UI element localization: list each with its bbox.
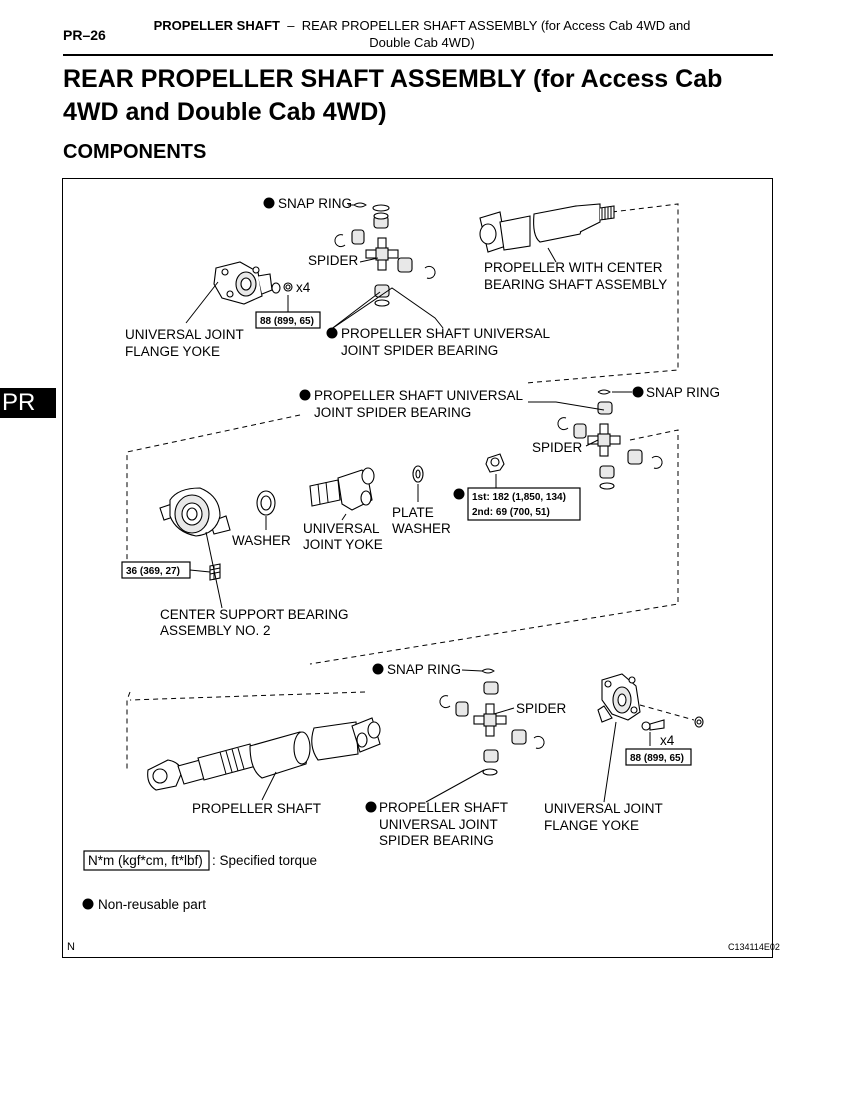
label-spider-1: SPIDER bbox=[308, 253, 359, 268]
legend-torque-text: : Specified torque bbox=[212, 853, 317, 868]
propeller-shaft-part bbox=[147, 717, 381, 791]
label-spider-bearing-3b: UNIVERSAL JOINT bbox=[379, 817, 498, 832]
leader-lines-3 bbox=[261, 669, 651, 803]
section-dash: – bbox=[287, 18, 295, 33]
header-rule bbox=[63, 54, 773, 56]
non-reusable-mark bbox=[263, 197, 275, 209]
legend-non-reusable-text: Non-reusable part bbox=[98, 897, 206, 912]
page-title: REAR PROPELLER SHAFT ASSEMBLY (for Acces… bbox=[63, 63, 763, 129]
part-labels: SNAP RING SPIDER x4 88 (899, 65) UNIVERS… bbox=[121, 196, 720, 848]
figure-id: C134114E02 bbox=[728, 942, 780, 952]
non-reusable-mark bbox=[632, 386, 644, 398]
label-snap-ring-1: SNAP RING bbox=[278, 196, 352, 211]
label-plate-washer-b: WASHER bbox=[392, 521, 451, 536]
flange-yoke-2 bbox=[597, 673, 641, 723]
spider-assembly-2 bbox=[557, 389, 663, 490]
page-title-line2: 4WD and Double Cab 4WD) bbox=[63, 98, 387, 126]
torque-box-2 bbox=[121, 561, 191, 579]
label-spider-bearing-2a: PROPELLER SHAFT UNIVERSAL bbox=[314, 388, 524, 403]
section-name: PROPELLER SHAFT bbox=[153, 18, 280, 33]
legend-torque-box bbox=[83, 850, 210, 871]
label-spider-2: SPIDER bbox=[532, 440, 583, 455]
label-spider-bearing-1b: JOINT SPIDER BEARING bbox=[341, 343, 498, 358]
label-torque-nut-2: 2nd: 69 (700, 51) bbox=[472, 507, 550, 518]
legend-torque-units: N*m (kgf*cm, ft*lbf) bbox=[88, 853, 203, 868]
label-uj-flange-yoke-2a: UNIVERSAL JOINT bbox=[544, 801, 663, 816]
section-subject-line1: REAR PROPELLER SHAFT ASSEMBLY (for Acces… bbox=[301, 18, 691, 33]
center-support-bearing bbox=[159, 487, 231, 537]
leader-lines-1 bbox=[185, 204, 557, 331]
label-torque-nut-1: 1st: 182 (1,850, 134) bbox=[472, 492, 566, 503]
label-washer: WASHER bbox=[232, 533, 291, 548]
section-tab[interactable]: PR bbox=[0, 388, 56, 418]
bolt-set-1 bbox=[271, 282, 293, 294]
label-plate-washer-a: PLATE bbox=[392, 505, 434, 520]
spider-assembly-3 bbox=[439, 668, 545, 776]
label-uj-yoke-b: JOINT YOKE bbox=[303, 537, 383, 552]
non-reusable-mark bbox=[299, 389, 311, 401]
label-spider-3: SPIDER bbox=[516, 701, 567, 716]
torque-box-1 bbox=[255, 311, 321, 329]
label-center-shaft-a: PROPELLER WITH CENTER bbox=[484, 260, 663, 275]
label-spider-bearing-1a: PROPELLER SHAFT UNIVERSAL bbox=[341, 326, 551, 341]
universal-joint-yoke bbox=[309, 467, 375, 511]
torque-box-3 bbox=[625, 748, 692, 766]
label-x4-1: x4 bbox=[296, 280, 311, 295]
label-spider-bearing-2b: JOINT SPIDER BEARING bbox=[314, 405, 471, 420]
bolt-set-2 bbox=[641, 716, 704, 731]
legend-non-reusable-mark bbox=[82, 898, 94, 910]
label-spider-bearing-3a: PROPELLER SHAFT bbox=[379, 800, 508, 815]
leader-lines-2 bbox=[189, 391, 632, 609]
label-torque-2: 36 (369, 27) bbox=[126, 566, 180, 577]
label-uj-flange-yoke-2b: FLANGE YOKE bbox=[544, 818, 639, 833]
label-torque-1: 88 (899, 65) bbox=[260, 316, 314, 327]
label-propeller-shaft: PROPELLER SHAFT bbox=[192, 801, 321, 816]
non-reusable-mark bbox=[326, 327, 338, 339]
torque-box-nut bbox=[467, 487, 581, 521]
assembly-guide-lines bbox=[126, 203, 695, 770]
non-reusable-mark bbox=[453, 488, 465, 500]
label-center-support-b: ASSEMBLY NO. 2 bbox=[160, 623, 271, 638]
section-subject-line2: Double Cab 4WD) bbox=[369, 35, 475, 50]
label-snap-ring-3: SNAP RING bbox=[387, 662, 461, 677]
label-torque-3: 88 (899, 65) bbox=[630, 753, 684, 764]
page-title-line1: REAR PROPELLER SHAFT ASSEMBLY (for Acces… bbox=[63, 65, 723, 93]
plate-washer-part bbox=[412, 465, 424, 483]
washer-part bbox=[256, 490, 276, 516]
lock-nut bbox=[485, 453, 505, 473]
section-header: PROPELLER SHAFT – REAR PROPELLER SHAFT A… bbox=[122, 17, 722, 51]
label-x4-2: x4 bbox=[660, 733, 675, 748]
diagram-frame bbox=[62, 178, 773, 958]
label-uj-flange-yoke-1a: UNIVERSAL JOINT bbox=[125, 327, 244, 342]
label-spider-bearing-3c: SPIDER BEARING bbox=[379, 833, 494, 848]
components-heading: COMPONENTS bbox=[63, 141, 207, 163]
non-reusable-mark bbox=[372, 663, 384, 675]
label-center-support-a: CENTER SUPPORT BEARING bbox=[160, 607, 349, 622]
flange-yoke-1 bbox=[213, 261, 273, 305]
bolt-center-support bbox=[209, 563, 221, 581]
label-uj-flange-yoke-1b: FLANGE YOKE bbox=[125, 344, 220, 359]
page-number: PR–26 bbox=[63, 27, 106, 43]
label-uj-yoke-a: UNIVERSAL bbox=[303, 521, 380, 536]
spider-assembly-1 bbox=[334, 202, 436, 307]
center-bearing-shaft bbox=[479, 203, 615, 253]
label-center-shaft-b: BEARING SHAFT ASSEMBLY bbox=[484, 277, 667, 292]
legend: N*m (kgf*cm, ft*lbf) : Specified torque … bbox=[67, 850, 780, 953]
label-snap-ring-2: SNAP RING bbox=[646, 385, 720, 400]
non-reusable-mark bbox=[365, 801, 377, 813]
corner-n: N bbox=[67, 941, 75, 953]
